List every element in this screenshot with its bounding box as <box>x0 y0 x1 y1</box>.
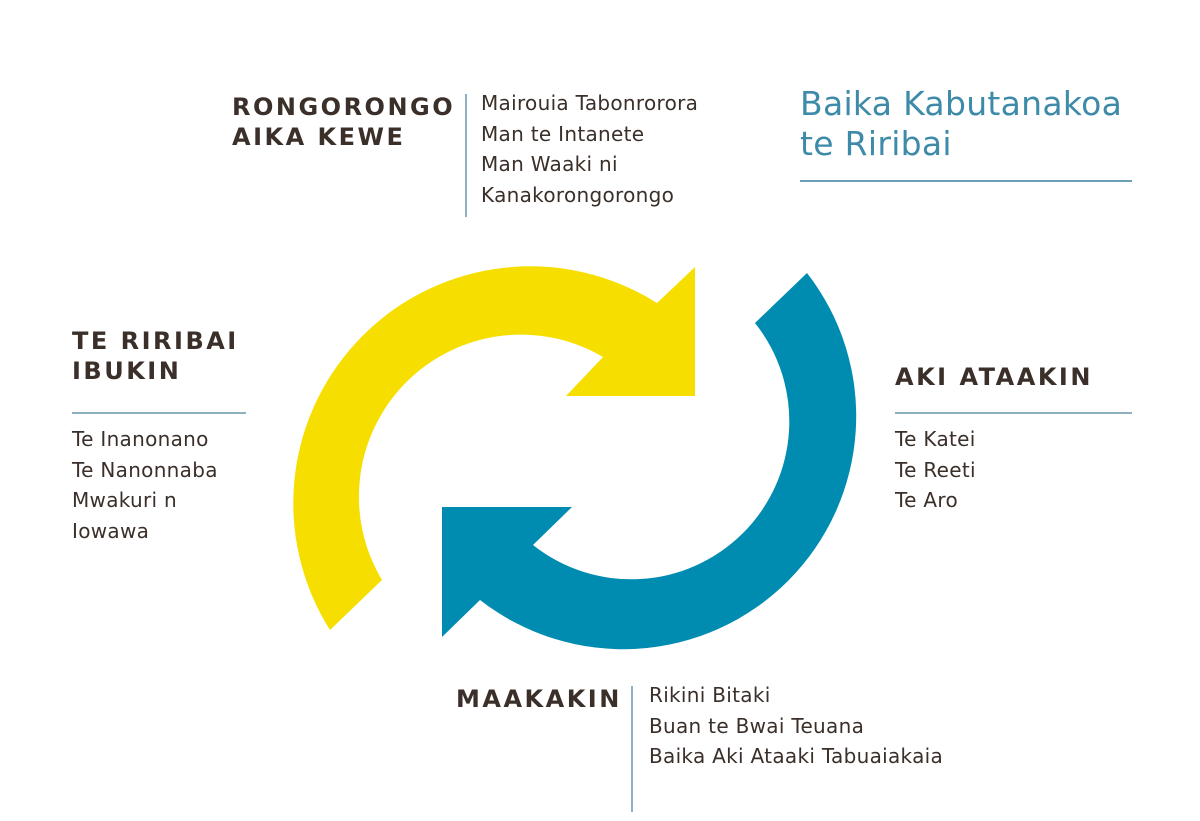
bottom-section-heading: MAAKAKIN <box>456 684 622 714</box>
list-item: Te Reeti <box>895 457 976 482</box>
blue-cycle-arrow-icon <box>442 273 857 650</box>
list-item: Te Nanonnaba <box>72 457 218 482</box>
top-section-heading: RONGORONGO AIKA KEWE <box>232 92 455 152</box>
right-section-divider <box>895 412 1132 414</box>
diagram-title: Baika Kabutanakoa te Riribai <box>800 84 1122 164</box>
yellow-cycle-arrow-icon <box>293 266 695 630</box>
right-heading: AKI ATAAKIN <box>895 363 1093 391</box>
bottom-section-items: Rikini Bitaki Buan te Bwai Teuana Baika … <box>649 680 943 772</box>
list-item: Man te Intanete <box>481 121 645 146</box>
list-item: Man Waaki ni <box>481 152 618 176</box>
title-divider <box>800 180 1132 182</box>
list-item: Kanakorongorongo <box>481 182 675 207</box>
list-item: Te Inanonano <box>72 427 209 451</box>
top-section-divider <box>465 94 467 217</box>
top-heading-line-1: RONGORONGO <box>232 93 456 121</box>
left-heading-line-2: IBUKIN <box>72 357 182 385</box>
left-section-items: Te Inanonano Te Nanonnaba Mwakuri n Iowa… <box>72 424 218 546</box>
top-section-items: Mairouia Tabonrorora Man te Intanete Man… <box>481 88 698 210</box>
right-section-items: Te Katei Te Reeti Te Aro <box>895 424 976 516</box>
list-item: Te Katei <box>895 427 976 451</box>
list-item: Rikini Bitaki <box>649 683 771 707</box>
list-item: Mwakuri n <box>72 488 178 512</box>
list-item: Mairouia Tabonrorora <box>481 91 699 115</box>
left-section-divider <box>72 412 246 414</box>
bottom-heading: MAAKAKIN <box>456 685 622 713</box>
left-section-heading: TE RIRIBAI IBUKIN <box>72 326 239 386</box>
left-heading-line-1: TE RIRIBAI <box>72 327 239 355</box>
list-item: Buan te Bwai Teuana <box>649 713 865 738</box>
list-item: Baika Aki Ataaki Tabuaiakaia <box>649 744 944 768</box>
list-item: Iowawa <box>72 518 150 543</box>
top-heading-line-2: AIKA KEWE <box>232 123 406 151</box>
right-section-heading: AKI ATAAKIN <box>895 362 1093 392</box>
list-item: Te Aro <box>895 488 958 512</box>
bottom-section-divider <box>631 686 633 812</box>
title-line-2: te Riribai <box>800 124 952 163</box>
title-line-1: Baika Kabutanakoa <box>800 84 1123 123</box>
